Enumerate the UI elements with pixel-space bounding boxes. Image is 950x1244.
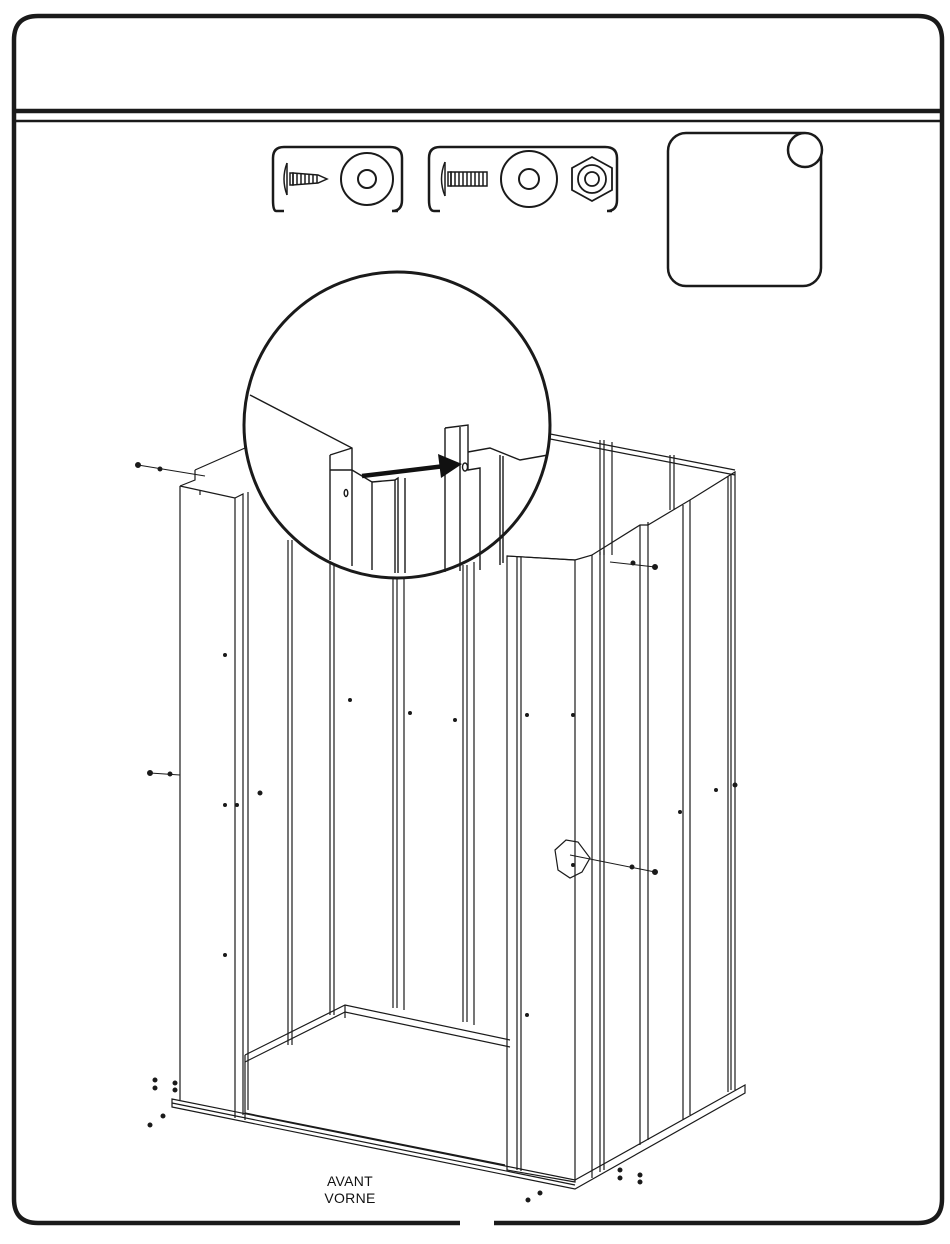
page-frame: [14, 16, 942, 1223]
front-label-czech: VORNE: [290, 1190, 410, 1207]
washer-icon: [341, 153, 393, 205]
washer-icon: [501, 151, 557, 207]
self-tapping-screw-icon: [284, 163, 327, 195]
hardware-group-bolt-washer-nut: [429, 147, 617, 211]
front-side-label: AVANT VORNE: [290, 1173, 410, 1207]
front-label-french: AVANT: [290, 1173, 410, 1190]
panel-cutout-mark: [555, 840, 590, 878]
machine-bolt-icon: [442, 162, 488, 196]
hex-nut-icon: [572, 157, 612, 201]
detail-magnifier: [244, 272, 550, 578]
hardware-group-screw-washer: [273, 147, 402, 211]
step-number-badge: [668, 133, 822, 286]
